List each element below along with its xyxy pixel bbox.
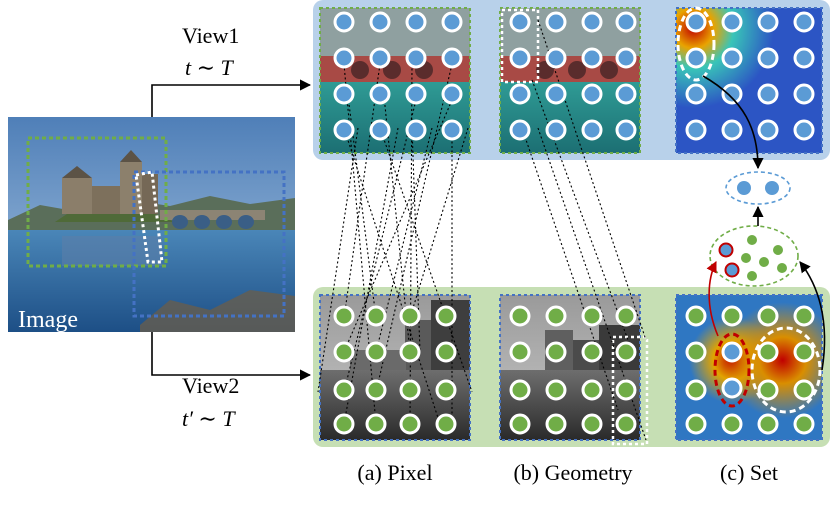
view2-arrow	[151, 332, 312, 381]
view1-pixel-dots	[333, 11, 463, 141]
view2-set-cluster-red	[713, 332, 751, 408]
view1-arrow	[151, 79, 312, 117]
image-label: Image	[18, 307, 78, 333]
view2-set-dots	[685, 305, 815, 435]
blue-prototype-cluster	[725, 171, 791, 205]
view1-label: View1	[182, 23, 239, 48]
view2-formula: t′ ∼ T	[182, 406, 236, 431]
source-image	[8, 117, 295, 332]
view1-set-cluster	[676, 6, 716, 82]
view1-geometry-region	[500, 8, 540, 84]
view2-geometry-region	[611, 335, 649, 446]
caption-geometry: (b) Geometry	[513, 460, 632, 485]
view1-set-dots	[685, 11, 815, 141]
caption-set: (c) Set	[720, 460, 778, 485]
arrow-red-to-green	[706, 260, 719, 337]
view2-label: View2	[182, 373, 239, 398]
caption-pixel: (a) Pixel	[357, 460, 432, 485]
view1-geometry-dots	[509, 11, 637, 141]
view1-formula: t ∼ T	[185, 55, 235, 80]
view2-pixel-dots	[333, 305, 457, 435]
arrow-top-to-blue	[702, 75, 764, 170]
highlight-region	[134, 170, 164, 264]
view2-set-cluster-white	[750, 326, 822, 414]
view2-geometry-dots	[509, 305, 637, 435]
arrow-white-to-green	[799, 261, 826, 371]
